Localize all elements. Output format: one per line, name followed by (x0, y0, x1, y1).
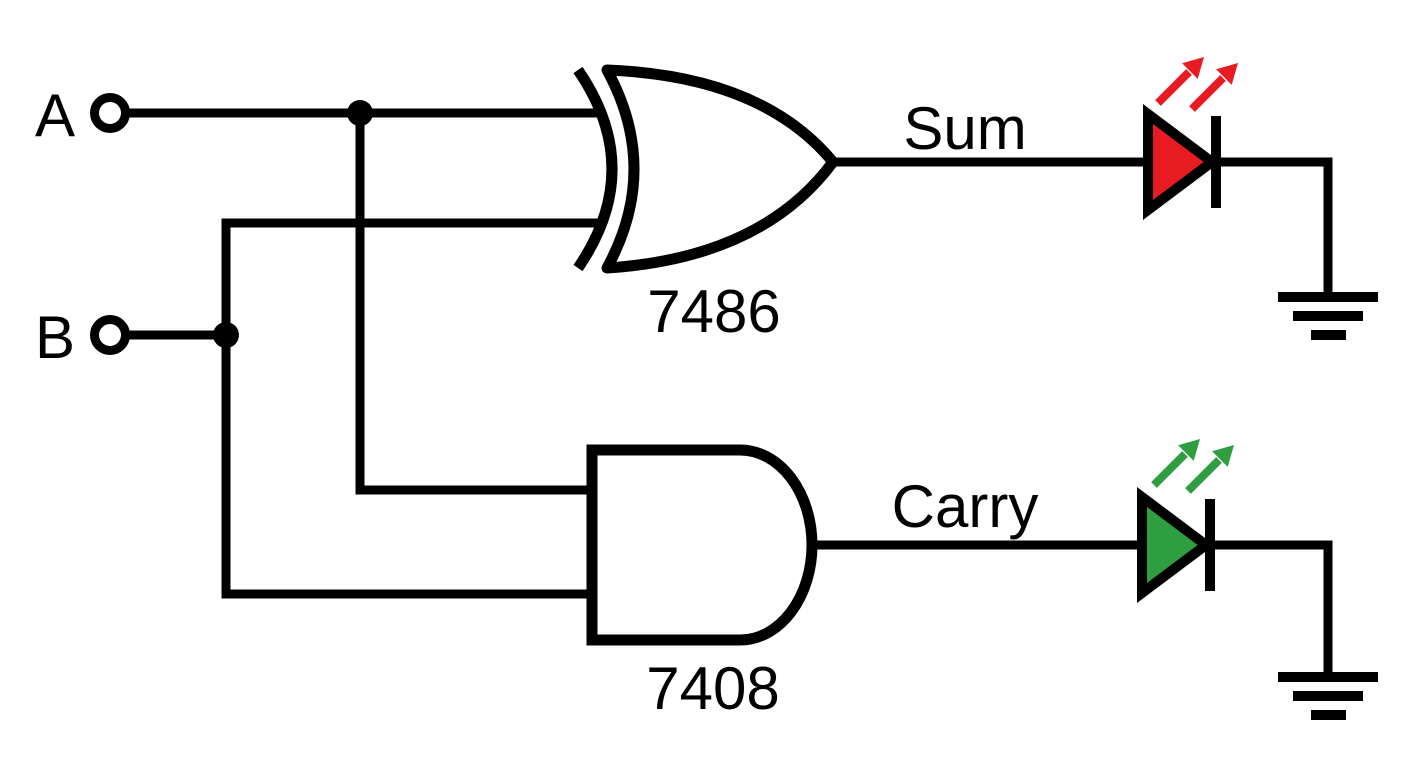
sum-led-triangle (1143, 104, 1221, 220)
wire-b-branch-to-xor (221, 218, 604, 339)
xor-gate-body (601, 64, 839, 274)
wire-sum-to-ground (1216, 157, 1333, 296)
input-a-label: A (35, 82, 75, 149)
carry-led (1137, 439, 1234, 603)
and-part-number-label: 7408 (646, 655, 779, 722)
xor-gate-icon (573, 64, 839, 274)
sum-led-light-arrows-icon (1155, 57, 1238, 112)
junction-dot-a (347, 100, 373, 126)
xor-part-number-label: 7486 (647, 278, 780, 345)
junction-dot-b (213, 322, 239, 348)
input-a-terminal (90, 93, 130, 133)
input-b-terminal (90, 315, 130, 355)
carry-led-light-arrows-icon (1151, 439, 1234, 494)
wire-b-branch-to-and (221, 331, 592, 599)
wire-carry-to-ground (1210, 540, 1333, 676)
sum-led (1143, 57, 1238, 220)
sum-output-label: Sum (903, 95, 1026, 162)
xor-input-arc (573, 66, 618, 272)
carry-led-triangle (1137, 487, 1215, 603)
wires (127, 108, 1333, 676)
carry-output-label: Carry (892, 473, 1039, 540)
sum-ground-icon (1278, 292, 1378, 340)
carry-ground-icon (1278, 672, 1378, 720)
and-gate-icon (586, 444, 818, 646)
wire-a-branch-to-and (355, 113, 592, 495)
input-b-label: B (35, 304, 75, 371)
